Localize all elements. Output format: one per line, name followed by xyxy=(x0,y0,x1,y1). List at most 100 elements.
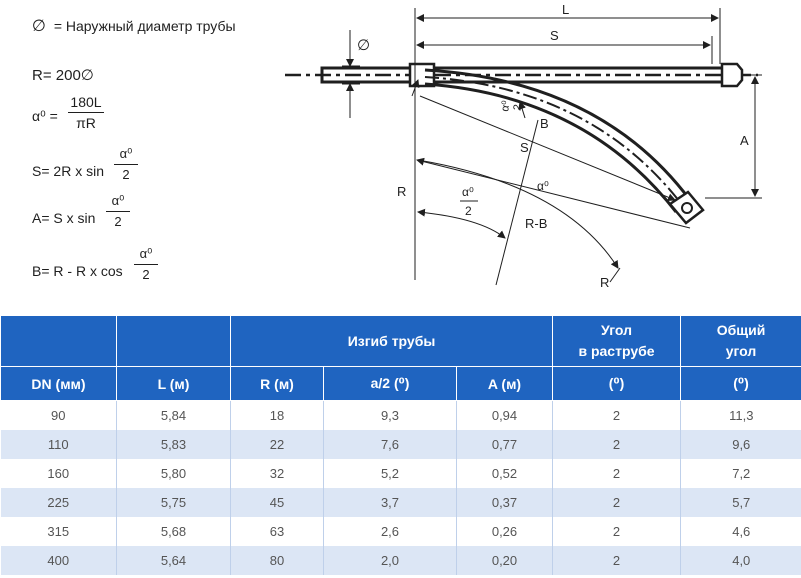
cell-l: 5,83 xyxy=(116,430,231,459)
label-half-alpha-den: 2 xyxy=(465,204,472,218)
formula-a-fraction: α⁰ 2 xyxy=(106,193,130,229)
cell-half-alpha: 7,6 xyxy=(323,430,457,459)
cell-socket: 2 xyxy=(552,517,681,546)
cell-l: 5,75 xyxy=(116,488,231,517)
cell-dn: 225 xyxy=(0,488,117,517)
label-s-mid: S xyxy=(520,140,529,155)
bent-pipe xyxy=(424,68,705,225)
label-b: B xyxy=(540,116,549,131)
cell-half-alpha: 2,0 xyxy=(323,546,457,575)
header-bend: Изгиб трубы xyxy=(229,315,554,367)
label-r-bottom: R xyxy=(600,275,609,290)
cell-total: 11,3 xyxy=(680,400,801,430)
formula-panel: ∅ = Наружный диаметр трубы R= 200∅ α⁰ = … xyxy=(0,0,290,300)
header-total-angle: Общий угол xyxy=(680,315,801,367)
cell-socket: 2 xyxy=(552,430,681,459)
column-dn: DN (мм) xyxy=(0,366,117,401)
formula-alpha-numerator: 180L xyxy=(70,94,102,110)
label-r-left: R xyxy=(397,184,406,199)
cell-half-alpha: 2,6 xyxy=(323,517,457,546)
label-diameter: ∅ xyxy=(357,37,370,54)
formula-alpha-lhs: α⁰ = xyxy=(32,108,58,124)
dimension-lines xyxy=(342,8,762,286)
column-socket-deg: (⁰) xyxy=(552,366,682,401)
straight-pipe xyxy=(285,62,758,88)
cell-total: 4,0 xyxy=(680,546,801,575)
formula-s-fraction: α⁰ 2 xyxy=(114,146,138,182)
formula-s-lhs: S= 2R x sin xyxy=(32,163,104,179)
header-socket-angle: Угол в раструбе xyxy=(552,315,682,367)
formula-alpha: α⁰ = xyxy=(32,108,58,125)
cell-half-alpha: 5,2 xyxy=(323,459,457,488)
diameter-legend: ∅ = Наружный диаметр трубы xyxy=(32,16,236,36)
column-total-deg: (⁰) xyxy=(680,366,801,401)
pipe-bend-diagram: L S ∅ S B A α⁰ R α⁰ 2 α⁰ 2 R-B R xyxy=(285,2,762,290)
formula-alpha-denominator: πR xyxy=(76,115,96,131)
formula-a-numerator: α⁰ xyxy=(111,193,125,208)
cell-r: 32 xyxy=(230,459,324,488)
cell-r: 45 xyxy=(230,488,324,517)
formula-a-denominator: 2 xyxy=(114,214,122,229)
cell-r: 80 xyxy=(230,546,324,575)
label-s-top: S xyxy=(550,28,559,43)
cell-dn: 400 xyxy=(0,546,117,575)
formula-s-numerator: α⁰ xyxy=(119,146,133,161)
cell-a: 0,77 xyxy=(455,430,553,459)
label-a: A xyxy=(740,133,749,148)
column-a: A (м) xyxy=(455,366,554,401)
formula-b: B= R - R x cos xyxy=(32,263,123,279)
pipe-bend-table: Изгиб трубы Угол в раструбе Общий угол D… xyxy=(0,315,801,575)
cell-socket: 2 xyxy=(552,546,681,575)
formula-b-numerator: α⁰ xyxy=(139,246,153,261)
formula-a: A= S x sin xyxy=(32,210,95,226)
cell-dn: 315 xyxy=(47,524,70,539)
formula-s-denominator: 2 xyxy=(122,167,130,182)
cell-total: 4,6 xyxy=(680,517,801,546)
cell-dn: 110 xyxy=(0,430,117,459)
column-r: R (м) xyxy=(230,366,324,401)
cell-r: 22 xyxy=(230,430,324,459)
cell-l: 5,84 xyxy=(116,400,231,430)
cell-a: 0,26 xyxy=(455,517,553,546)
label-l: L xyxy=(562,2,569,17)
cell-half-alpha: 9,3 xyxy=(323,400,457,430)
cell-total: 9,6 xyxy=(680,430,801,459)
formula-r: R= 200∅ xyxy=(32,66,94,84)
formula-b-denominator: 2 xyxy=(142,267,150,282)
cell-socket: 2 xyxy=(552,400,681,430)
cell-total: 5,7 xyxy=(680,488,801,517)
formula-b-fraction: α⁰ 2 xyxy=(134,246,158,282)
cell-l: 5,80 xyxy=(116,459,231,488)
diameter-legend-text: = Наружный диаметр трубы xyxy=(53,18,236,34)
cell-total: 7,2 xyxy=(680,459,801,488)
label-rot-alpha: α⁰ xyxy=(499,99,513,112)
table-row: 110 5,83 22 7,6 0,77 2 9,6 xyxy=(0,430,801,459)
formula-b-lhs: B= R - R x cos xyxy=(32,263,123,279)
cell-half-alpha: 3,7 xyxy=(323,488,457,517)
cell-a: 0,37 xyxy=(455,488,553,517)
cell-a: 0,52 xyxy=(455,459,553,488)
cell-l: 5,68 xyxy=(116,517,231,546)
label-alpha: α⁰ xyxy=(537,179,549,193)
column-half-alpha: a/2 (⁰) xyxy=(323,366,457,401)
label-rot-two: 2 xyxy=(511,104,524,112)
diagram-labels: L S ∅ S B A α⁰ R α⁰ 2 α⁰ 2 R-B R xyxy=(357,2,749,290)
label-half-alpha-num: α⁰ xyxy=(462,185,474,199)
table-row: 315 5,68 63 2,6 0,26 2 4,6 xyxy=(1,517,801,546)
table-row: 160 5,80 32 5,2 0,52 2 7,2 xyxy=(1,459,801,488)
cell-a: 0,94 xyxy=(455,400,553,430)
formula-r-text: R= 200 xyxy=(32,67,81,84)
cell-dn: 160 xyxy=(47,466,70,481)
formula-s: S= 2R x sin xyxy=(32,163,104,179)
diameter-symbol: ∅ xyxy=(32,18,46,35)
cell-socket: 2 xyxy=(552,459,681,488)
cell-r: 18 xyxy=(230,400,324,430)
formula-a-lhs: A= S x sin xyxy=(32,210,96,226)
column-l: L (м) xyxy=(116,366,231,401)
cell-a: 0,20 xyxy=(455,546,553,575)
table-row: 400 5,64 80 2,0 0,20 2 4,0 xyxy=(0,546,801,575)
cell-dn: 90 xyxy=(51,408,66,423)
header-empty-dn xyxy=(0,315,117,367)
table-row: 225 5,75 45 3,7 0,37 2 5,7 xyxy=(0,488,801,517)
table-row: 90 5,84 18 9,3 0,94 2 11,3 xyxy=(1,400,801,430)
